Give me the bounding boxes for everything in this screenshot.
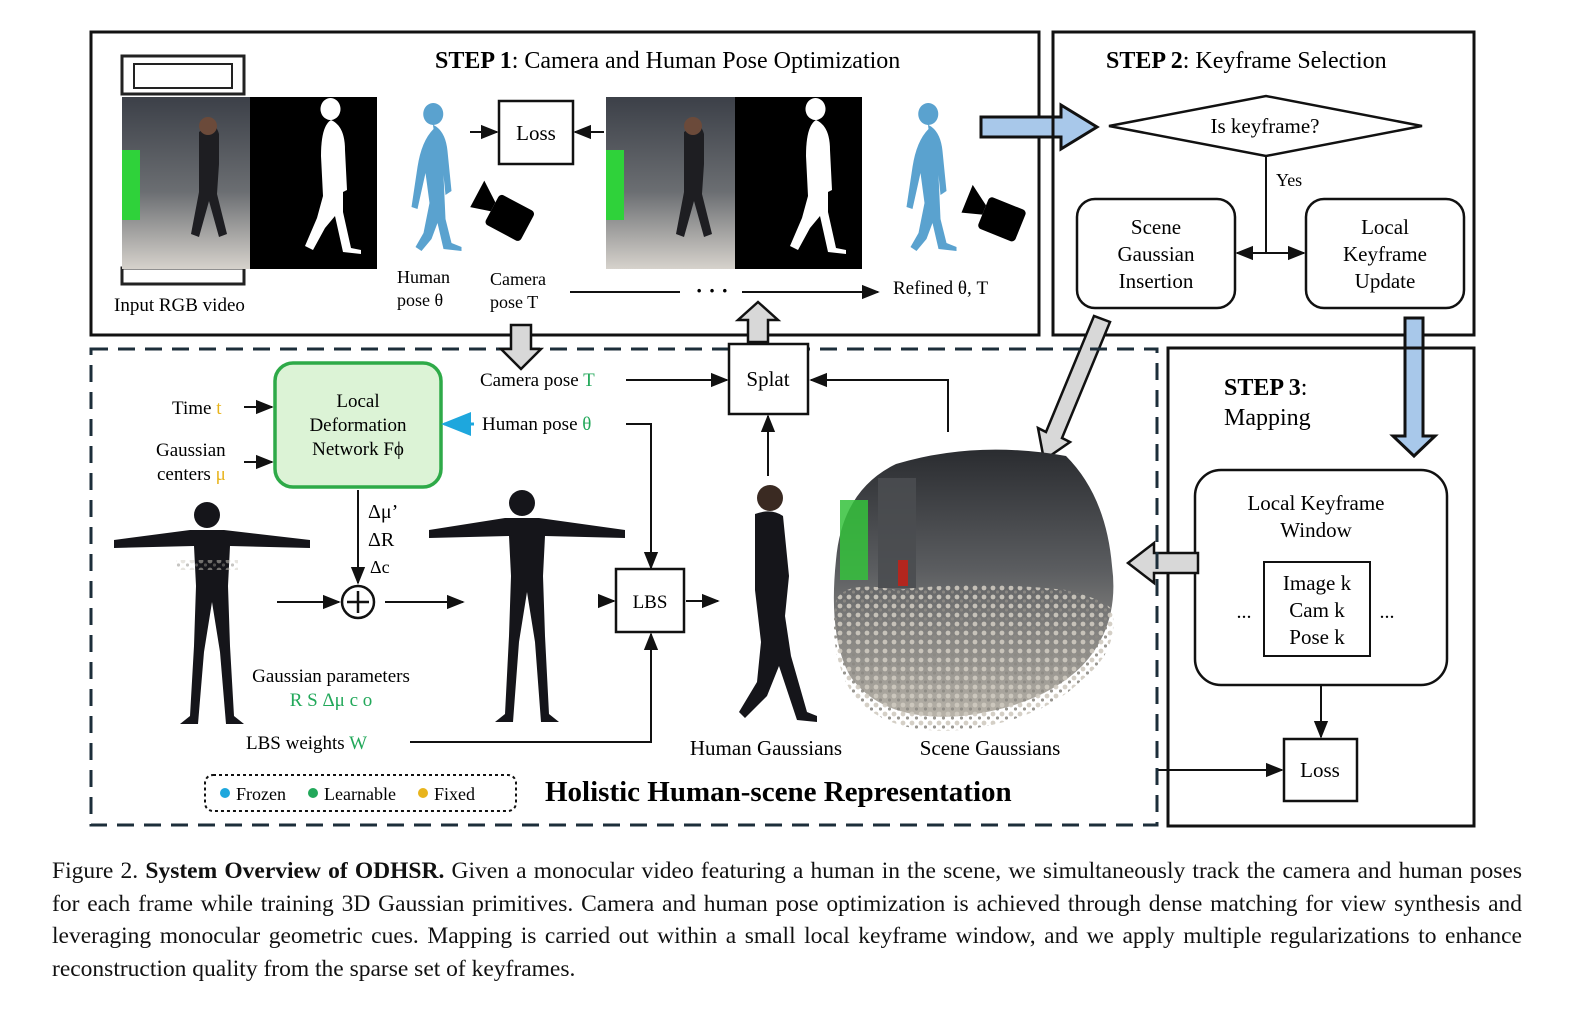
legend-box [204, 774, 517, 812]
legend-dot-fixed [418, 788, 428, 798]
cam-k: Cam k [1289, 598, 1345, 622]
input-video-frame [120, 54, 377, 286]
lbs-weights-label: LBS weights W [246, 733, 367, 754]
camera-icon [470, 180, 534, 241]
camera-pose-input: Camera pose T [480, 370, 595, 391]
ldn-l2: Deformation [309, 415, 407, 436]
canonical-gaussian-human [114, 502, 310, 724]
gray-arrow-down-camera [497, 323, 545, 371]
system-overview-diagram: STEP 1: Camera and Human Pose Optimizati… [89, 30, 1476, 828]
loss-label-step1: Loss [516, 121, 556, 145]
input-label: Input RGB video [114, 295, 245, 316]
ellipsis-left: ... [1237, 601, 1252, 623]
step3-title-line2: Mapping [1224, 405, 1311, 431]
holistic-title: Holistic Human-scene Representation [545, 776, 1012, 808]
delta-r: ΔR [368, 529, 395, 551]
keyframe-k-box [1263, 561, 1371, 657]
deformed-gaussian-human [429, 490, 625, 722]
scene-gaussians-render [833, 449, 1114, 731]
splat-box [727, 342, 810, 416]
human-pose-sub: pose θ [397, 290, 443, 310]
delta-mu: Δμ’ [368, 501, 398, 523]
rendered-frame [606, 97, 862, 269]
human-mesh-icon-refined [906, 103, 957, 251]
step2-panel [1051, 30, 1476, 337]
caption-prefix: Figure 2. [52, 858, 146, 884]
insertion-l2: Gaussian [1118, 242, 1195, 266]
legend-dot-frozen [220, 788, 230, 798]
window-l2: Window [1280, 518, 1352, 542]
gaussian-params-label: Gaussian parameters [252, 666, 410, 687]
scene-gaussians-label: Scene Gaussians [920, 736, 1061, 760]
step2-title: STEP 2: Keyframe Selection [1106, 48, 1387, 74]
legend: Frozen Learnable Fixed [220, 784, 475, 804]
lbs-label: LBS [633, 592, 668, 613]
loss-box-step3 [1282, 737, 1359, 803]
centers-sub: centers μ [157, 464, 226, 485]
posed-human-gaussians [739, 485, 817, 722]
holistic-panel [89, 347, 1159, 827]
silhouette-mask [305, 98, 361, 254]
ldn-l1: Local [336, 391, 379, 412]
image-k: Image k [1283, 571, 1352, 595]
human-pose-input: Human pose θ [482, 414, 591, 435]
step3-panel [1166, 346, 1476, 828]
camera-pose-sub: pose T [490, 292, 538, 312]
figure-caption: Figure 2. System Overview of ODHSR. Give… [52, 855, 1522, 985]
lbs-box [614, 567, 686, 634]
local-keyframe-update-box [1304, 197, 1466, 310]
blue-arrow-step2-to-step3 [1389, 316, 1439, 459]
centers-label: Gaussian [156, 440, 226, 461]
update-l2: Keyframe [1343, 242, 1427, 266]
splat-label: Splat [746, 367, 789, 391]
ldn-l3: Network Fϕ [312, 439, 404, 460]
scene-gaussian-insertion-box [1075, 197, 1237, 310]
update-l1: Local [1361, 215, 1409, 239]
gray-arrow-insertion-to-scene [1036, 314, 1112, 463]
gray-arrow-up-splat [734, 300, 782, 344]
time-label: Time t [172, 398, 222, 419]
human-gaussians-label: Human Gaussians [690, 736, 842, 760]
plus-operator-icon [340, 584, 376, 620]
arrow-scene-to-splat [809, 372, 949, 432]
step1-panel [89, 30, 1041, 337]
camera-pose-label: Camera [490, 269, 546, 289]
progress-dots: · · · [695, 278, 728, 303]
pose-k: Pose k [1289, 625, 1345, 649]
window-l1: Local Keyframe [1247, 491, 1384, 515]
human-mesh-icon [411, 103, 462, 251]
gaussian-params-sym: R S Δμ c o [290, 690, 373, 711]
yes-label: Yes [1276, 170, 1302, 190]
camera-icon-refined [961, 184, 1026, 242]
legend-label-frozen: Frozen [236, 784, 286, 804]
gray-arrow-window-to-scene [1125, 540, 1200, 586]
ellipsis-right: ... [1380, 601, 1395, 623]
legend-dot-learnable [308, 788, 318, 798]
arrow-human-pose-to-lbs [626, 423, 659, 570]
caption-body: Given a monocular video featuring a huma… [52, 858, 1523, 982]
step1-title: STEP 1: Camera and Human Pose Optimizati… [435, 48, 900, 74]
arrow-weights-to-lbs [410, 632, 659, 743]
loss-label-step3: Loss [1300, 758, 1340, 782]
legend-label-fixed: Fixed [434, 784, 475, 804]
blue-arrow-step1-to-step2 [979, 102, 1100, 152]
insertion-l1: Scene [1131, 215, 1181, 239]
refined-label: Refined θ, T [893, 278, 988, 299]
insertion-l3: Insertion [1119, 269, 1194, 293]
step3-title: STEP 3: [1224, 375, 1307, 401]
caption-bold: System Overview of ODHSR. [145, 858, 445, 884]
loss-box-step1 [497, 99, 575, 166]
keyframe-decision-label: Is keyframe? [1210, 114, 1319, 138]
keyframe-decision [1108, 94, 1423, 158]
human-pose-label: Human [397, 267, 450, 287]
update-l3: Update [1355, 269, 1416, 293]
delta-c: Δc [370, 557, 390, 577]
legend-label-learnable: Learnable [324, 784, 396, 804]
